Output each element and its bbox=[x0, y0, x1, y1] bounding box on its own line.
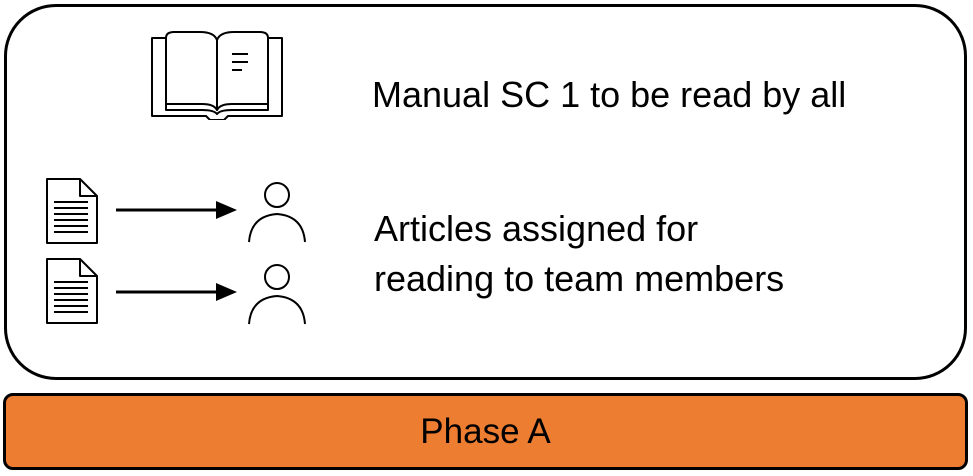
manual-description: Manual SC 1 to be read by all bbox=[372, 74, 847, 115]
phase-bar: Phase A bbox=[3, 393, 968, 470]
arrow-right-icon bbox=[116, 283, 237, 301]
person-icon bbox=[248, 264, 306, 325]
articles-line-1: Articles assigned for bbox=[374, 208, 699, 249]
articles-description: Articles assigned for reading to team me… bbox=[374, 204, 784, 304]
phase-a-content-panel bbox=[4, 4, 967, 380]
document-icon bbox=[46, 178, 98, 244]
arrow-right-icon bbox=[116, 201, 237, 219]
articles-line-2: reading to team members bbox=[374, 258, 785, 299]
phase-label: Phase A bbox=[420, 411, 551, 451]
open-book-icon bbox=[151, 31, 283, 120]
document-icon bbox=[46, 258, 98, 324]
person-icon bbox=[248, 182, 306, 243]
